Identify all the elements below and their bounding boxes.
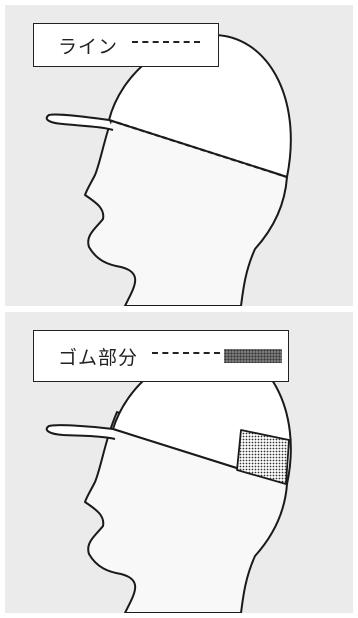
cap-crown bbox=[108, 34, 292, 178]
legend-label: ライン bbox=[58, 35, 119, 58]
legend-box: ゴム部分 bbox=[33, 330, 289, 382]
cap-visor bbox=[45, 113, 114, 131]
cap-line-dashed bbox=[108, 118, 288, 179]
head-silhouette bbox=[84, 411, 288, 613]
head-silhouette bbox=[84, 104, 288, 306]
elastic-patch bbox=[236, 429, 290, 485]
diagram-panel-elastic: ゴム部分 bbox=[5, 312, 353, 613]
cap-visor bbox=[45, 424, 116, 440]
legend-elastic-swatch bbox=[224, 349, 283, 363]
diagram-panel-line: ライン bbox=[5, 5, 353, 306]
head-cap-illustration bbox=[45, 34, 292, 306]
legend-dashes bbox=[132, 41, 201, 43]
legend-dashes bbox=[152, 352, 221, 354]
legend-label: ゴム部分 bbox=[58, 346, 139, 369]
legend-box: ライン bbox=[33, 23, 219, 67]
